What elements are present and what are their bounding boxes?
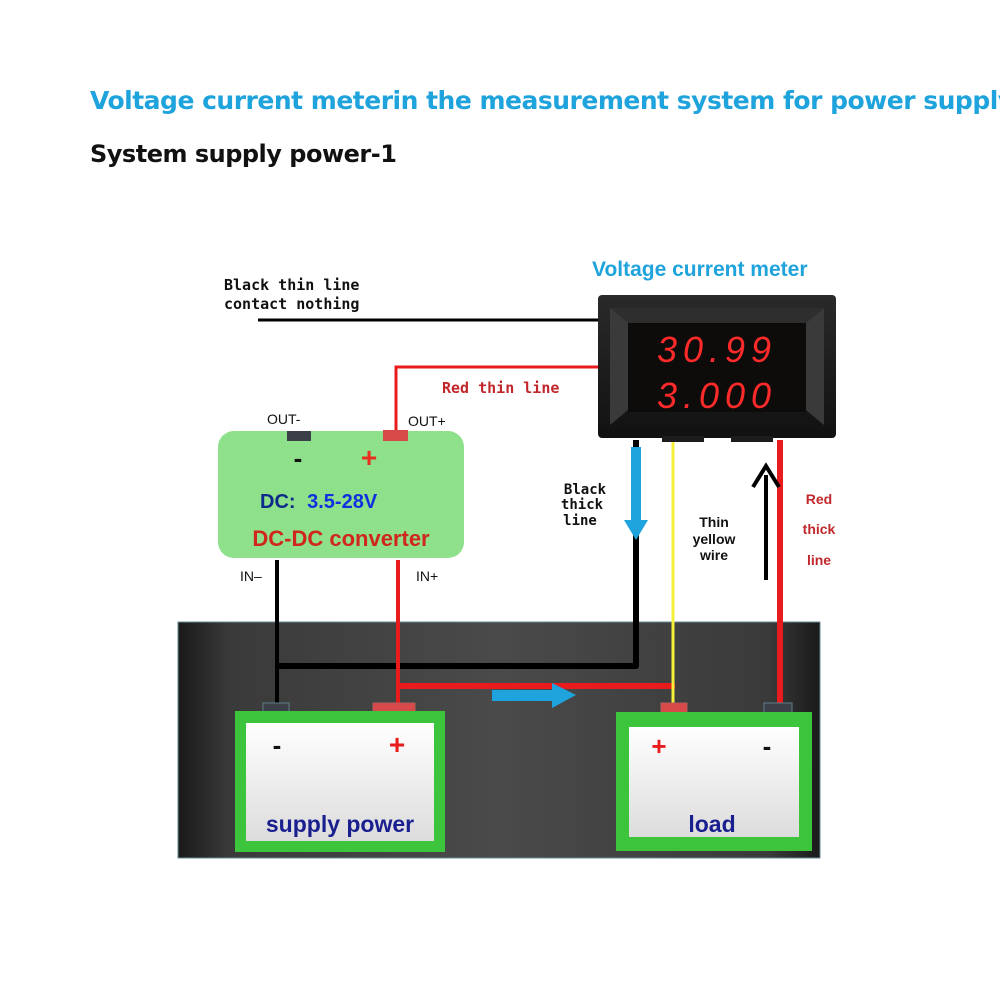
meter-label: Voltage current meter [592, 258, 808, 281]
converter-name: DC-DC converter [252, 526, 430, 551]
current-direction-down-arrow-icon [624, 447, 648, 540]
out-plus-terminal [383, 430, 408, 441]
thin-yellow-wire-label-3: wire [699, 547, 728, 563]
black-thin-line-label: Black thin line [224, 276, 359, 294]
red-thick-line-label-1: Red [806, 491, 832, 507]
supply-plus-sign: + [389, 729, 405, 760]
out-minus-terminal [287, 431, 311, 441]
contact-nothing-label: contact nothing [224, 295, 359, 313]
page-subtitle: System supply power-1 [90, 140, 397, 168]
dc-range: 3.5-28V [307, 491, 378, 513]
load-label: load [688, 811, 735, 837]
current-reading: 3.000 [657, 375, 777, 416]
current-direction-up-arrow-icon [751, 462, 781, 580]
load-minus-sign: - [763, 731, 772, 761]
out-minus-label: OUT- [267, 411, 301, 427]
dc-prefix: DC: [260, 491, 296, 513]
red-thin-wire [394, 365, 600, 430]
thin-yellow-wire-label-1: Thin [699, 514, 729, 530]
in-plus-label: IN+ [416, 568, 438, 584]
load-plus-sign: + [651, 731, 666, 761]
page-title: Voltage current meterin the measurement … [90, 86, 1000, 115]
out-plus-label: OUT+ [408, 413, 446, 429]
red-thick-line-label-3: line [807, 552, 831, 568]
converter-minus-sign: - [294, 443, 303, 473]
converter-plus-sign: + [361, 442, 377, 473]
in-minus-label: IN– [240, 568, 262, 584]
dc-range-line: DC: 3.5-28V [260, 491, 378, 513]
supply-power-battery [235, 702, 445, 852]
supply-power-label: supply power [266, 811, 414, 837]
supply-minus-sign: - [273, 730, 282, 760]
thin-yellow-wire-label-2: yellow [693, 531, 736, 547]
black-thick-line-label-2: thick [561, 497, 604, 513]
black-thick-line-label-3: line [563, 513, 597, 529]
red-thick-line-label-2: thick [803, 521, 836, 537]
load-battery [616, 702, 812, 851]
red-thin-line-label: Red thin line [442, 379, 559, 397]
dc-dc-converter [218, 430, 464, 558]
voltage-reading: 30.99 [657, 329, 777, 370]
current-direction-right-arrow-icon [492, 683, 576, 708]
black-thick-line-label-1: Black [564, 482, 607, 498]
voltage-current-meter [598, 295, 836, 442]
